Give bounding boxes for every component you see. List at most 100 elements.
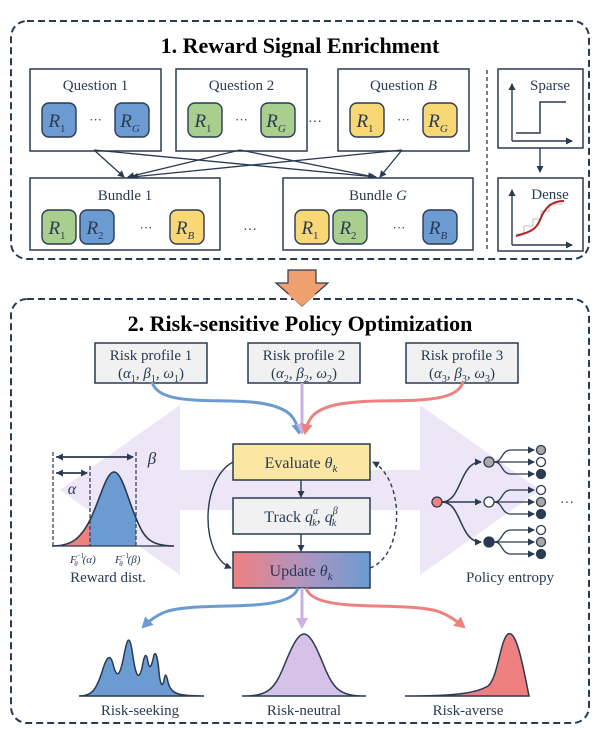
arrow-q2-b1 (127, 149, 241, 179)
reward-tile: R1 (294, 209, 330, 245)
reward-symbol: RB (175, 218, 195, 242)
arrow-q1-bG (93, 149, 377, 180)
profile3-connector (300, 381, 465, 435)
risk-averse-label: Risk-averse (433, 703, 504, 719)
reward-tile-bg (114, 102, 150, 138)
entropy-leaf-node (535, 524, 547, 536)
entropy-leaf-edge (493, 526, 535, 543)
entropy-branch-node (483, 536, 495, 548)
evaluate-label: Evaluate θk (265, 455, 339, 475)
entropy-branch-edge (441, 501, 482, 546)
bundle-label: Bundle 1 (98, 188, 153, 204)
risk-profile-params: (α2, β2, ω2) (271, 366, 337, 385)
reward-symbol: R1 (47, 111, 65, 135)
reward-tile: RG (422, 102, 458, 138)
risk-profile-label: Risk profile 2 (263, 348, 346, 364)
risk-profile-box (94, 342, 208, 384)
update-to-risk-averse-connector (304, 587, 466, 629)
risk-profile-group: Risk profile 1(α1, β1, ω1) Risk profile 2… (94, 342, 519, 385)
outcome-risk-neutral: Risk-neutral (241, 633, 367, 719)
alpha-symbol: α (68, 481, 77, 498)
policy-entropy-tree: Policy entropy ··· (431, 444, 574, 586)
reward-tile: R1 (41, 209, 77, 245)
reward-tile-bg (79, 209, 115, 245)
entropy-leaf-node (535, 444, 547, 456)
reward-symbol: RG (119, 111, 140, 135)
risk-neutral-curve (241, 633, 367, 697)
bundle-ellipsis: ··· (243, 223, 257, 238)
entropy-leaf-node (535, 508, 547, 520)
reward-symbol: R1 (300, 218, 318, 242)
policy-entropy-label: Policy entropy (466, 570, 554, 586)
update-label: Update θk (270, 563, 334, 583)
reward-tile-bg (422, 102, 458, 138)
reward-dist-alpha-tail (52, 520, 90, 546)
reward-tile-bg (332, 209, 368, 245)
outcome-risk-seeking: Risk-seeking (78, 639, 205, 719)
reward-tile-bg (349, 102, 385, 138)
entropy-leaf-node (535, 456, 547, 468)
entropy-leaf-edge (493, 446, 535, 463)
reward-symbol: R1 (355, 111, 373, 135)
sparse-step-curve (516, 101, 566, 134)
evaluate-box (232, 443, 371, 481)
reward-tile: RG (114, 102, 150, 138)
entropy-leaf-edge (493, 501, 535, 518)
risk-averse-curve (404, 633, 530, 697)
risk-profile-1: Risk profile 1(α1, β1, ω1) (94, 342, 208, 385)
dense-label: Dense (531, 187, 569, 203)
reward-ellipsis: ··· (140, 220, 153, 235)
reward-tile-bg (260, 102, 296, 138)
risk-profile-params: (α3, β3, ω3) (429, 366, 495, 385)
entropy-leaf-node (535, 548, 547, 560)
entropy-leaf-node (535, 484, 547, 496)
dense-panel: Dense (497, 177, 584, 252)
profile1-connector (150, 381, 304, 435)
question-ellipsis: ··· (308, 115, 322, 130)
reward-tile-bg (169, 209, 205, 245)
sparse-panel: Sparse (497, 68, 584, 149)
arrow-qB-bG (379, 149, 403, 178)
reward-tile-bg (294, 209, 330, 245)
reward-tile-bg (187, 102, 223, 138)
reward-ellipsis: ··· (393, 220, 406, 235)
question-label: Question B (370, 78, 437, 94)
reward-symbol: R2 (338, 218, 356, 242)
reward-tile-bg (41, 102, 77, 138)
section1-frame (10, 20, 590, 260)
section-risk-sensitive-policy-optimization: 2. Risk-sensitive Policy Optimization Ri… (10, 294, 590, 724)
risk-profile-3: Risk profile 3(α3, β3, ω3) (405, 342, 519, 385)
arrow-tip-overlay (287, 294, 317, 306)
risk-profile-2: Risk profile 2 (α2, β2, ω2) (247, 342, 361, 385)
dense-staircase (516, 203, 563, 235)
entropy-leaf-node (535, 468, 547, 480)
entropy-branch-node (483, 496, 495, 508)
entropy-branch-edge (441, 458, 482, 503)
reward-symbol: R1 (193, 111, 211, 135)
reward-symbol: RG (265, 111, 286, 135)
entropy-root-node (431, 496, 443, 508)
question-box-1: Question 1R1···RG (29, 68, 162, 152)
section2-frame (10, 298, 590, 724)
bundle-label: Bundle G (349, 188, 407, 204)
reward-ellipsis: ··· (235, 112, 248, 127)
reward-tile: R1 (41, 102, 77, 138)
reward-dist-label: Reward dist. (70, 570, 146, 586)
reward-tile: R1 (187, 102, 223, 138)
section1-title: 1. Reward Signal Enrichment (161, 33, 440, 58)
reward-tile: R1 (349, 102, 385, 138)
reward-tile-bg (422, 209, 458, 245)
arrow-qB-b1 (131, 149, 403, 180)
entropy-branch-node (483, 456, 495, 468)
entropy-leaf-node (535, 536, 547, 548)
reward-dist-quantile-fill (90, 472, 136, 546)
question-label: Question 1 (63, 78, 128, 94)
reward-tile-bg (41, 209, 77, 245)
